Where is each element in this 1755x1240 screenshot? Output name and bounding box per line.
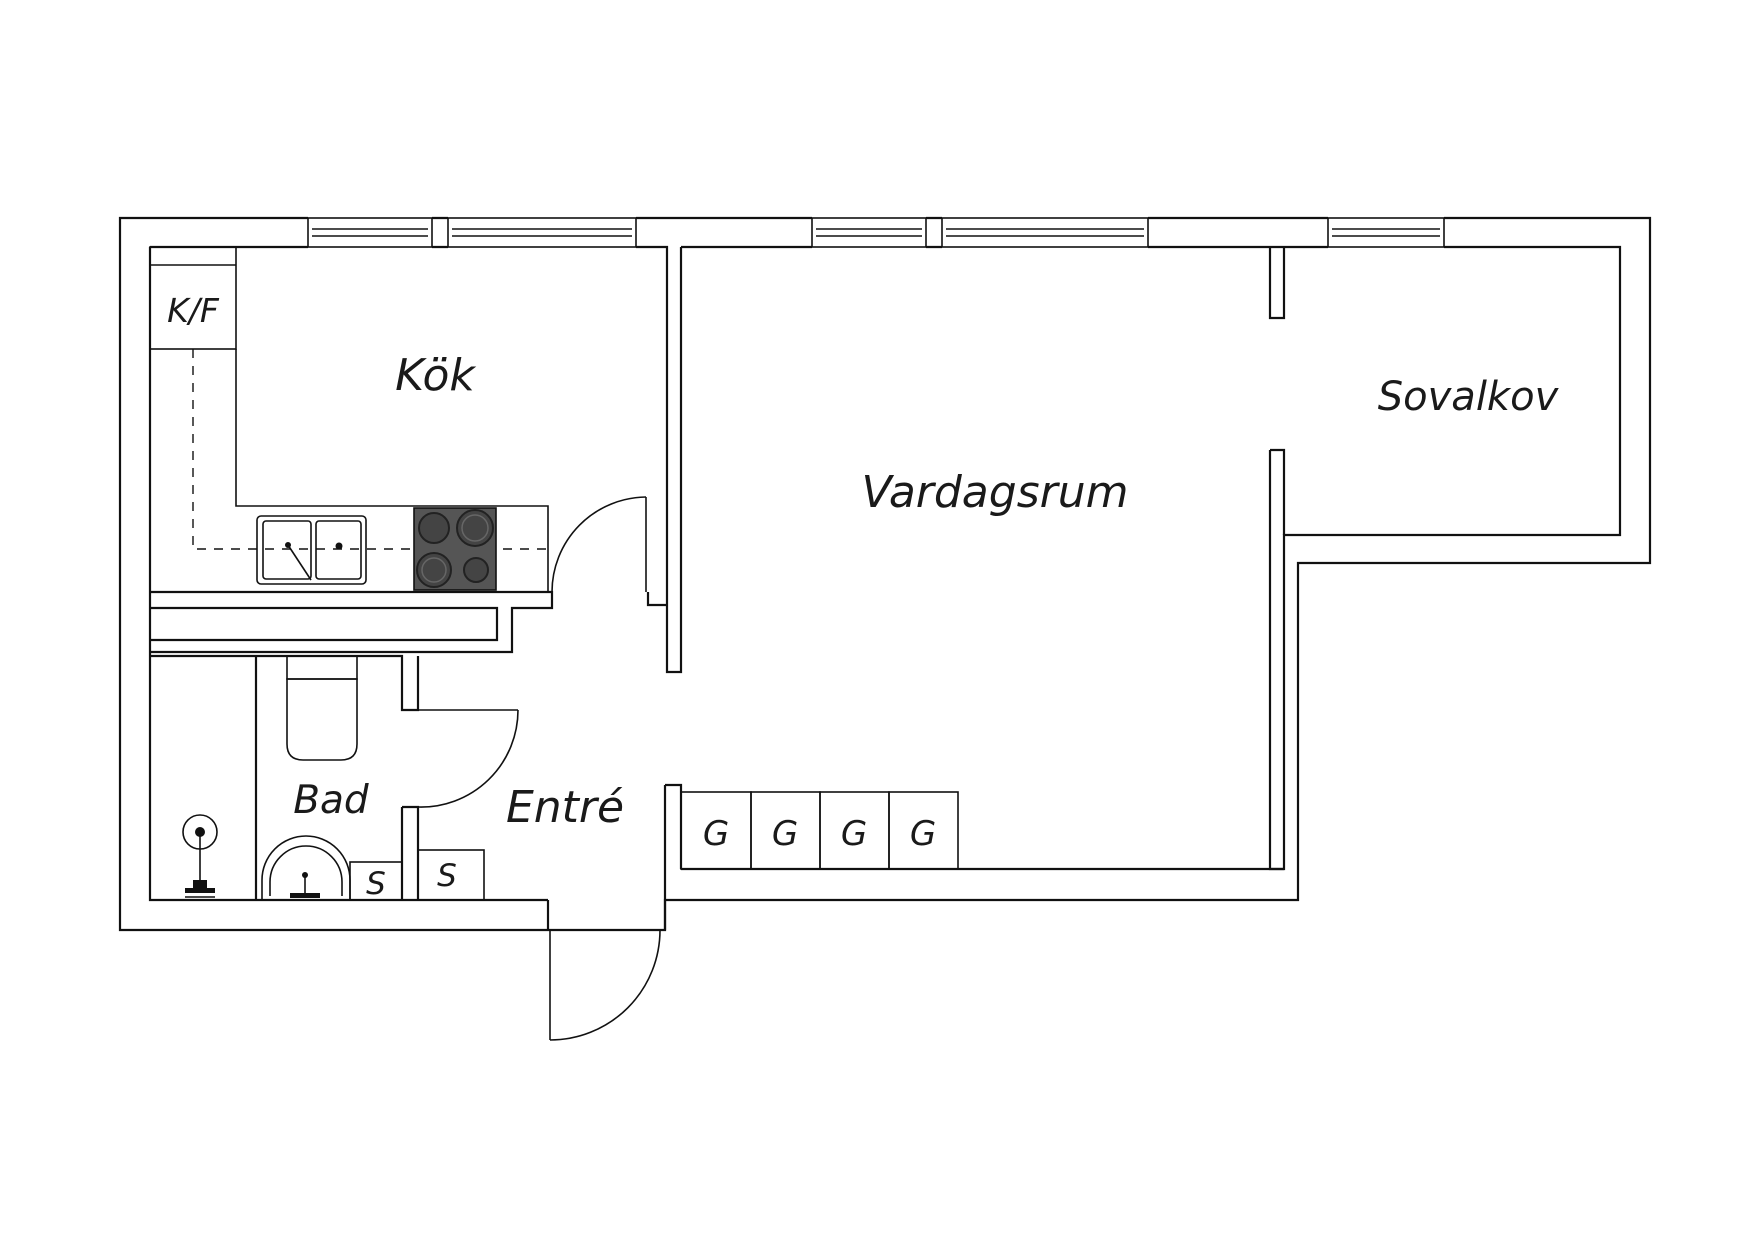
kitchen-fixtures: K/F [149,246,549,592]
bathroom-fixtures: S [182,655,403,902]
interior-walls [150,247,1286,930]
room-label-vardagsrum: Vardagsrum [862,467,1129,518]
shower-icon [182,814,218,898]
room-label-entre: Entré [506,782,624,833]
wardrobe-label: G [841,814,867,854]
room-label-sovalkov: Sovalkov [1378,374,1560,420]
room-label-bad: Bad [293,778,369,823]
wardrobes: G G G G [680,791,959,870]
window-sovalkov [1327,216,1445,249]
wardrobe-label: G [772,814,798,854]
washbasin-icon [261,835,351,900]
door-bad [417,709,519,808]
s-cabinet-entre [417,849,485,901]
door-kok [551,496,647,593]
door-entre [549,929,661,1041]
room-labels: Kök Vardagsrum Sovalkov Bad Entré [293,350,1559,833]
room-label-kok: Kök [395,350,476,401]
entry-fixtures: S [417,849,485,901]
window-kok-2 [447,216,637,249]
stove-icon [413,507,497,591]
window-kok-1 [307,216,433,249]
toilet-icon [286,655,358,761]
doors [417,496,661,1041]
s-cabinet-bad [349,861,403,901]
wardrobe-label: G [703,814,729,854]
windows [307,216,1445,249]
s-label-entre: S [437,858,457,894]
s-label-bad: S [366,866,386,902]
sink-icon [256,515,367,585]
window-vardagsrum-2 [941,216,1149,249]
outer-walls [118,216,1652,932]
window-vardagsrum-1 [811,216,927,249]
wardrobe-label: G [910,814,936,854]
kf-label: K/F [167,291,220,330]
